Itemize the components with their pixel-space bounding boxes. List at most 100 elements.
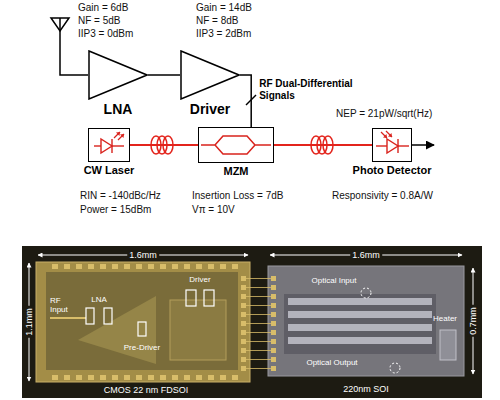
component-label: Photo Detector [351, 164, 434, 176]
bond-pad [271, 366, 276, 371]
component-icon [199, 128, 272, 161]
bond-pad [148, 375, 154, 380]
amplifier-triangle [180, 50, 240, 100]
bond-pad [124, 375, 130, 380]
part-label: Optical Output [306, 358, 357, 367]
bond-pad [241, 303, 246, 308]
bond-pad [196, 375, 202, 380]
optical-port [361, 288, 371, 298]
bond-pad [88, 264, 94, 269]
part-label: RF Input [50, 296, 76, 314]
bond-pad [220, 375, 226, 380]
bond-pad [241, 294, 246, 299]
bond-pad [271, 330, 276, 335]
process-label: 220nm SOI [343, 384, 389, 394]
bond-pad [160, 264, 166, 269]
spec-text: IIP3 = 0dBm [78, 28, 133, 40]
bond-pad [52, 375, 58, 380]
bond-pad [208, 375, 214, 380]
bond-pads [52, 264, 276, 380]
bond-wire [246, 323, 271, 324]
marker-box [138, 322, 146, 336]
bond-pad [271, 357, 276, 362]
bond-pad [76, 375, 82, 380]
bond-pad [136, 264, 142, 269]
component-label: CW Laser [82, 164, 137, 176]
bond-pad [112, 264, 118, 269]
amplifier-triangle: Driver [180, 50, 240, 117]
bond-pad [124, 264, 130, 269]
bond-wire [246, 341, 271, 342]
bond-pad [241, 357, 246, 362]
bond-pad [208, 264, 214, 269]
marker-box [204, 290, 214, 306]
bond-wire [246, 359, 271, 360]
triangle-outline [180, 50, 240, 100]
heater [440, 330, 456, 360]
part-label: Driver [189, 275, 210, 284]
spec-text: Insertion Loss = 7dB [192, 190, 283, 202]
part-label: Pre-Driver [124, 343, 160, 352]
signal-connector [148, 74, 180, 76]
triangle-outline [88, 50, 148, 100]
bond-pad [184, 264, 190, 269]
bond-pad [136, 375, 142, 380]
dimension-label: 1.1mm [24, 306, 34, 338]
circuit-area [78, 296, 156, 364]
bond-pad [160, 375, 166, 380]
spec-text: NEP = 21pW/sqrt(Hz) [336, 108, 432, 120]
rf-trace [50, 317, 86, 319]
spec-text: Responsivity = 0.8A/W [332, 190, 433, 202]
component-label: LNA [88, 102, 148, 117]
soi-die [268, 266, 464, 376]
bond-wire [246, 332, 271, 333]
marker-box [86, 308, 94, 324]
bond-pad [241, 330, 246, 335]
component-icon [373, 129, 410, 160]
spec-text: RIN = -140dBc/Hz [80, 190, 161, 202]
detector-box: Photo Detector [351, 128, 434, 176]
fiber-coil [311, 136, 333, 154]
fiber-coil [151, 136, 173, 154]
output-arrow [412, 144, 434, 146]
spec-text: Vπ = 10V [192, 204, 235, 216]
spec-text: NF = 5dB [78, 15, 121, 27]
modulator-area [284, 294, 436, 354]
bond-pad [271, 339, 276, 344]
bond-pad [232, 264, 238, 269]
part-label: Optical Input [312, 276, 357, 285]
bond-wire [246, 287, 271, 288]
dimension-label: 1.6mm [127, 250, 159, 260]
bond-pad [64, 375, 70, 380]
waveguide [288, 298, 432, 305]
amplifier-triangle: LNA [88, 50, 148, 117]
bus-slash [246, 95, 256, 105]
waveguide [288, 311, 432, 318]
laser-box: CW Laser [82, 128, 137, 176]
bond-pad [148, 264, 154, 269]
bond-pad [196, 264, 202, 269]
component-label: MZM [198, 165, 274, 177]
dimension-label: 1.6mm [350, 250, 382, 260]
bond-pad [271, 294, 276, 299]
component-label: Driver [180, 102, 240, 117]
marker-box [186, 290, 196, 306]
bond-pad [76, 264, 82, 269]
waveguide [288, 324, 432, 331]
part-label: Heater [433, 314, 457, 323]
spec-text: Power = 15dBm [80, 204, 151, 216]
bond-pad [172, 264, 178, 269]
bond-pad [271, 303, 276, 308]
bond-pad [232, 375, 238, 380]
bond-pad [271, 348, 276, 353]
bond-pad [88, 375, 94, 380]
bond-wire [246, 296, 271, 297]
bond-pad [52, 264, 58, 269]
spec-text: NF = 8dB [196, 15, 239, 27]
bond-pad [271, 285, 276, 290]
bond-pad [220, 264, 226, 269]
waveguide [288, 337, 432, 344]
bond-pad [172, 375, 178, 380]
bond-pad [241, 276, 246, 281]
bond-pad [241, 339, 246, 344]
